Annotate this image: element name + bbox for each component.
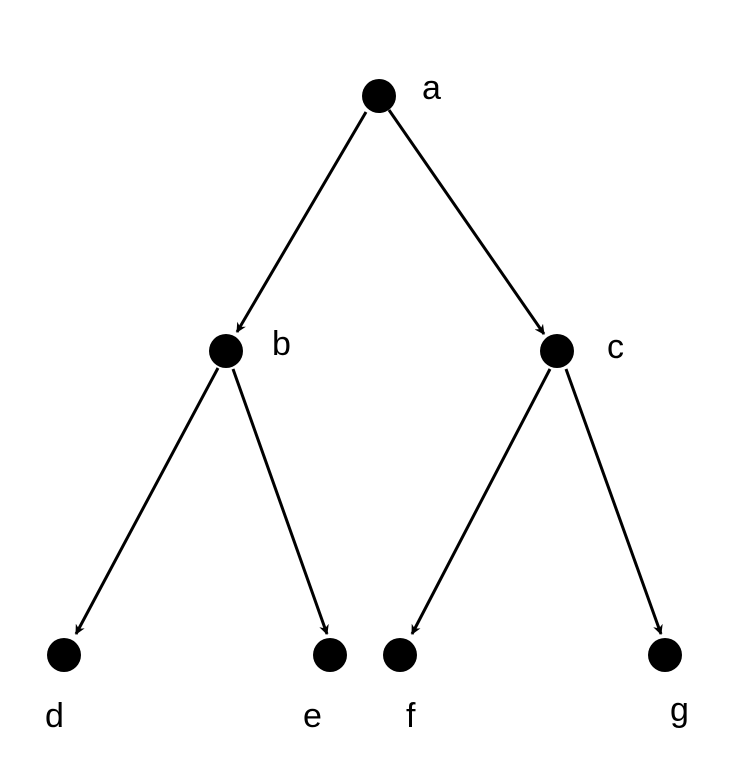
edge-b-e — [231, 368, 329, 635]
edge-a-c — [387, 109, 546, 335]
edge-b-d — [74, 367, 220, 635]
node-b — [209, 334, 243, 368]
node-e — [313, 638, 347, 672]
node-label-e: e — [303, 697, 322, 735]
node-label-g: g — [670, 691, 689, 729]
node-c — [540, 334, 574, 368]
node-d — [47, 638, 81, 672]
node-label-f: f — [406, 697, 416, 735]
node-a — [362, 79, 396, 113]
nodes — [47, 79, 682, 672]
node-label-b: b — [272, 325, 291, 363]
node-label-d: d — [45, 697, 64, 735]
edge-c-f — [410, 368, 552, 635]
labels: a b c d e f g — [45, 69, 689, 735]
edges — [74, 109, 663, 635]
edge-c-g — [564, 368, 663, 635]
node-f — [383, 638, 417, 672]
node-g — [648, 638, 682, 672]
edge-a-b — [235, 111, 368, 333]
node-label-c: c — [607, 328, 624, 366]
node-label-a: a — [422, 69, 441, 107]
